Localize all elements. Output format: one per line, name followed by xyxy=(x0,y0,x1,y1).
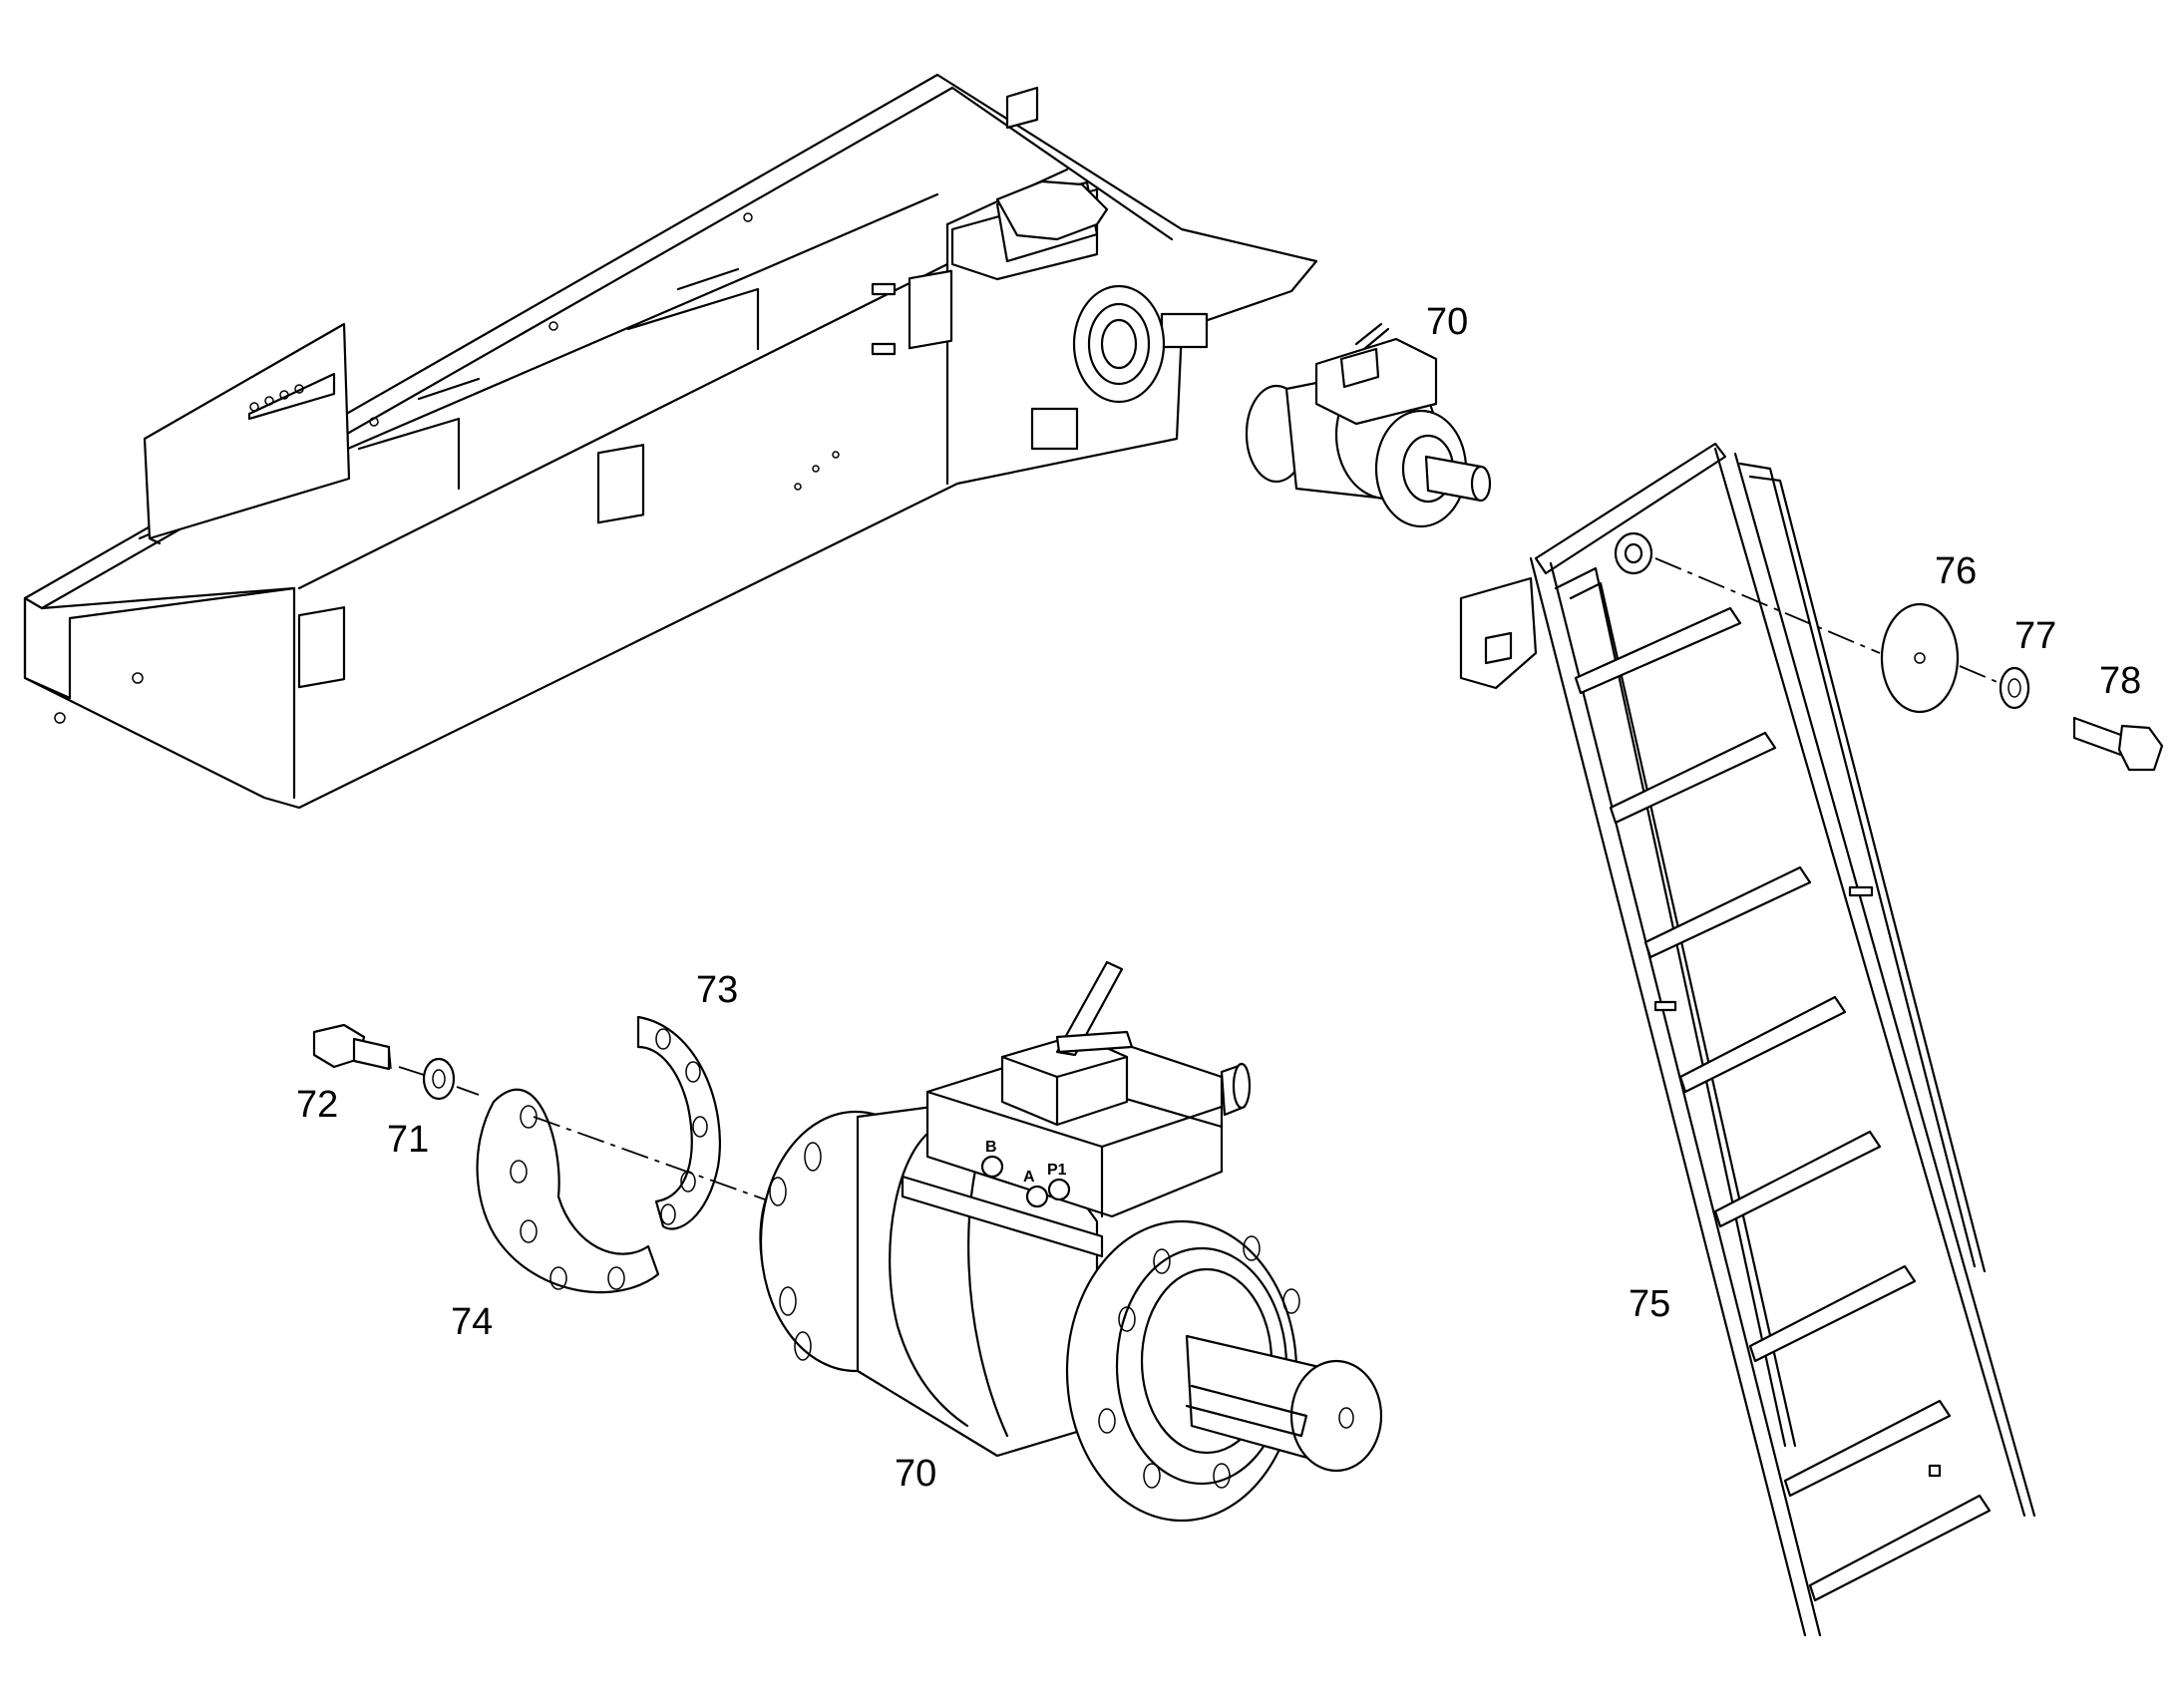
callout-bolt-72: 72 xyxy=(296,1084,338,1126)
callout-washer-77: 77 xyxy=(2014,615,2056,657)
disc-76-shape xyxy=(1880,602,1960,714)
port-p1-label: P1 xyxy=(1047,1162,1067,1179)
port-a xyxy=(1025,1185,1049,1208)
callout-washer-71: 71 xyxy=(387,1119,429,1161)
callout-disc-76: 76 xyxy=(1935,550,1977,592)
callout-bolt-78: 78 xyxy=(2099,660,2141,702)
callout-ladder: 75 xyxy=(1629,1283,1670,1325)
washer-77-shape xyxy=(1998,666,2030,710)
chassis-frame xyxy=(23,73,1318,810)
hydraulic-motor-small xyxy=(1245,322,1492,528)
port-a-label: A xyxy=(1023,1169,1035,1186)
callout-ring-73: 73 xyxy=(696,969,738,1011)
port-b-label: B xyxy=(985,1139,997,1156)
port-p1 xyxy=(1047,1178,1071,1201)
ladder-hardware xyxy=(1654,557,2164,772)
callout-ring-74: 74 xyxy=(451,1301,493,1343)
ladder xyxy=(1459,442,2036,1637)
port-b xyxy=(980,1155,1004,1179)
callout-frame-motor: 70 xyxy=(1426,301,1468,343)
hydraulic-motor-large: B A P1 xyxy=(759,960,1383,1523)
callout-motor: 70 xyxy=(895,1453,936,1495)
